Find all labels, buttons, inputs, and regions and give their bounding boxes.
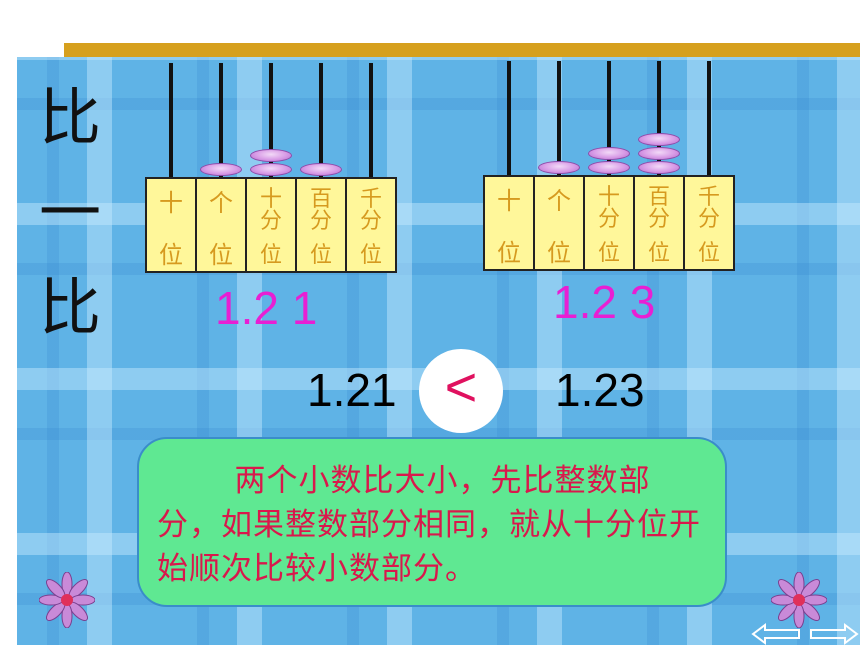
rod [319, 63, 323, 179]
cell-hundredths: 百分 位 [297, 179, 347, 271]
label-bottom: 位 [497, 239, 521, 267]
less-than-symbol: < [444, 355, 478, 418]
rod [219, 63, 223, 179]
cell-tens: 十 位 [485, 177, 535, 269]
slide-canvas: 比 一 比 十 位 个 位 十分 位 百分 位 [17, 57, 860, 645]
bead-ones [538, 161, 580, 174]
cell-tenths: 十分 位 [585, 177, 635, 269]
label-bottom: 位 [547, 239, 571, 267]
cell-thousandths: 千分 位 [347, 179, 395, 271]
cell-hundredths: 百分 位 [635, 177, 685, 269]
right-decimal-number: 1.2 3 [553, 276, 656, 328]
top-accent-bar [64, 43, 860, 57]
label-bottom: 位 [359, 243, 382, 268]
label-top: 个 [547, 187, 571, 215]
compare-left-value: 1.21 [307, 364, 397, 416]
left-decimal-number: 1.2 1 [215, 282, 318, 334]
rod [707, 61, 711, 179]
back-arrow-icon[interactable] [751, 623, 801, 645]
label-bottom: 位 [597, 241, 620, 266]
label-bottom: 位 [647, 241, 670, 266]
label-bottom: 位 [697, 241, 720, 266]
label-top: 千分 [359, 187, 382, 234]
label-top: 千分 [697, 185, 720, 232]
rod [557, 61, 561, 179]
bead-tenths [588, 161, 630, 174]
compare-right-value: 1.23 [555, 364, 645, 416]
rod [657, 61, 661, 179]
bead-hundredths [638, 133, 680, 146]
compare-symbol-circle: < [419, 349, 503, 433]
label-top: 个 [209, 189, 233, 217]
cell-tenths: 十分 位 [247, 179, 297, 271]
cell-ones: 个 位 [197, 179, 247, 271]
bead-tenths [250, 149, 292, 162]
rod [607, 61, 611, 179]
label-bottom: 位 [159, 241, 183, 269]
cell-tens: 十 位 [147, 179, 197, 271]
title-char-1: 比 [39, 81, 102, 154]
rule-text: 两个小数比大小，先比整数部分，如果整数部分相同，就从十分位开始顺次比较小数部分。 [157, 463, 701, 587]
bead-hundredths [638, 161, 680, 174]
bead-hundredths [300, 163, 342, 176]
bead-tenths [250, 163, 292, 176]
label-top: 百分 [647, 185, 670, 232]
rule-box: 两个小数比大小，先比整数部分，如果整数部分相同，就从十分位开始顺次比较小数部分。 [137, 437, 727, 607]
label-bottom: 位 [309, 243, 332, 268]
title-char-3: 比 [39, 271, 102, 344]
cell-thousandths: 千分 位 [685, 177, 733, 269]
bead-ones [200, 163, 242, 176]
bead-hundredths [638, 147, 680, 160]
place-value-box: 十 位 个 位 十分 位 百分 位 千分 位 [145, 177, 397, 273]
cell-ones: 个 位 [535, 177, 585, 269]
label-top: 十 [159, 189, 183, 217]
bead-tenths [588, 147, 630, 160]
label-top: 百分 [309, 187, 332, 234]
place-value-box: 十 位 个 位 十分 位 百分 位 千分 位 [483, 175, 735, 271]
rod [269, 63, 273, 179]
title-char-2: 一 [39, 176, 102, 249]
label-top: 十分 [259, 187, 282, 234]
flower-icon [771, 572, 827, 628]
flower-icon [39, 572, 95, 628]
label-top: 十 [497, 187, 521, 215]
rod [507, 61, 511, 179]
rod [169, 63, 173, 179]
label-bottom: 位 [209, 241, 233, 269]
label-top: 十分 [597, 185, 620, 232]
rod [369, 63, 373, 179]
forward-arrow-icon[interactable] [809, 623, 859, 645]
label-bottom: 位 [259, 243, 282, 268]
